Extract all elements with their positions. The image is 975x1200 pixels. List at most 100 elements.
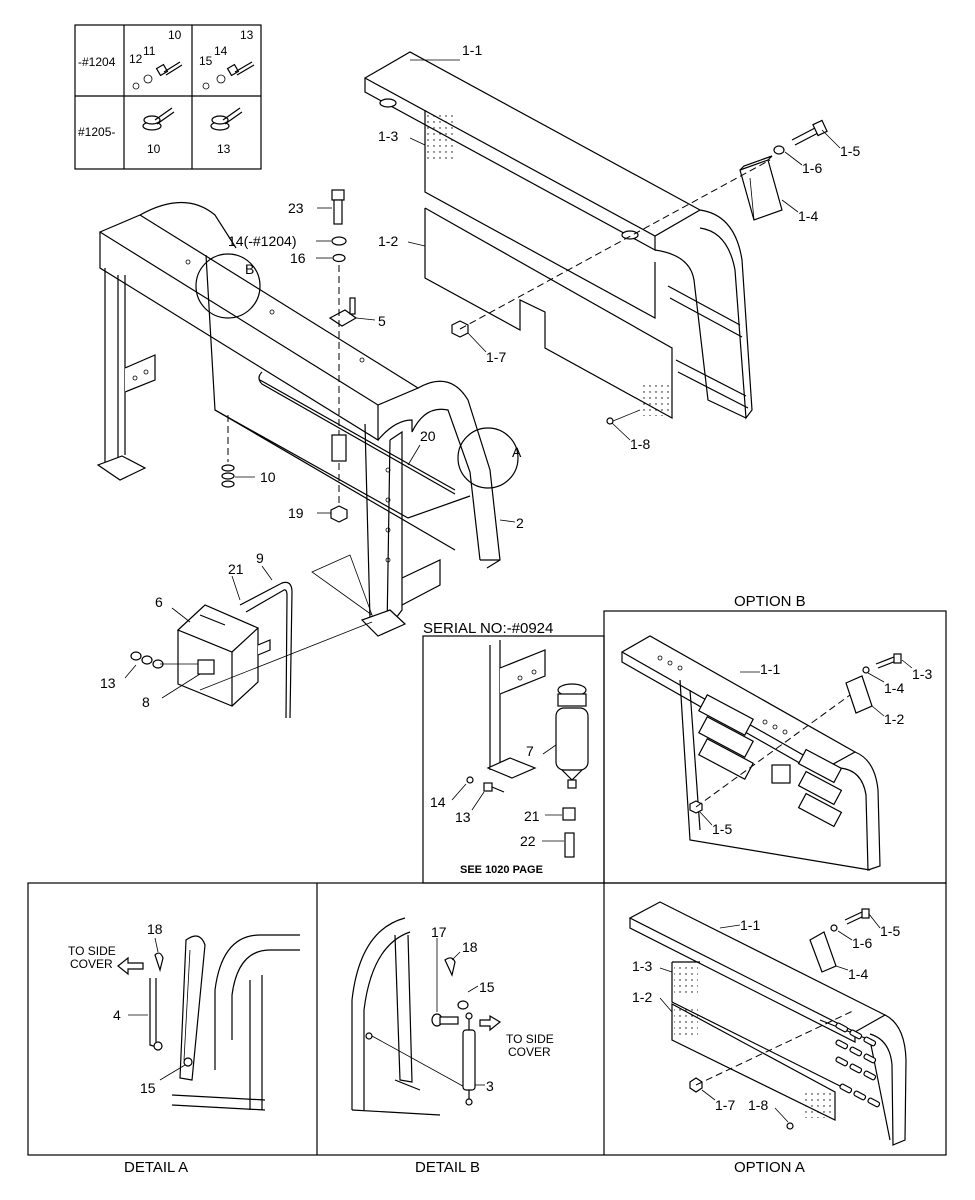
screw-icon [606, 409, 641, 425]
to-side-cover-line1: TO SIDE [68, 944, 116, 958]
washer-icon [331, 236, 347, 246]
washer-icon [457, 1000, 469, 1010]
label-1-2-opt-a: 1-2 [632, 989, 652, 1005]
label-3-detail-b: 3 [486, 1078, 494, 1094]
insulation-panel-part [424, 207, 673, 420]
label-14-serial: 14 [430, 794, 446, 810]
label-1-1-opt-b: 1-1 [760, 661, 780, 677]
label-22-serial: 22 [520, 833, 536, 849]
label-18-detail-b: 18 [462, 939, 478, 955]
label-1-6: 1-6 [802, 160, 822, 176]
table-part-13-b: 13 [217, 142, 231, 156]
bolt-icon [875, 653, 902, 669]
label-2: 2 [516, 515, 524, 531]
label-1-8: 1-8 [630, 436, 650, 452]
label-1-3-opt-a: 1-3 [632, 958, 652, 974]
table-part-13: 13 [240, 28, 254, 42]
serial-title: SERIAL NO:-#0924 [423, 620, 553, 637]
label-1-4-opt-a: 1-4 [848, 966, 868, 982]
label-15-detail-a: 15 [140, 1080, 156, 1096]
label-17-detail-b: 17 [431, 924, 447, 940]
label-21: 21 [228, 561, 244, 577]
bolt-icon [483, 782, 505, 793]
insulation-panel-part [424, 110, 656, 320]
screw-icon [786, 1122, 794, 1130]
fitting-icon [562, 807, 576, 821]
main-exploded-view: 1-1 1-3 1-2 1-5 1-6 1-4 1-7 1-8 23 14(-#… [96, 42, 860, 719]
hose-icon [564, 832, 575, 858]
label-1-7: 1-7 [486, 349, 506, 365]
pin-icon [431, 1013, 459, 1027]
to-side-cover-line2: COVER [70, 957, 113, 971]
gas-spring-part [462, 1012, 476, 1106]
option-a-panel: 1-1 1-5 1-6 1-4 1-3 1-2 1-7 1-8 OPTION A [628, 901, 907, 1176]
label-23: 23 [288, 200, 304, 216]
washer-icon [332, 253, 346, 263]
label-13-serial: 13 [455, 809, 471, 825]
bolt-assembly-icon [142, 107, 175, 131]
filter-part [555, 683, 589, 789]
label-1-1-opt-a: 1-1 [740, 917, 760, 933]
label-1-5: 1-5 [840, 143, 860, 159]
see-page-note: SEE 1020 PAGE [460, 864, 543, 876]
label-1-2: 1-2 [378, 233, 398, 249]
label-5: 5 [378, 313, 386, 329]
label-6: 6 [155, 594, 163, 610]
label-7: 7 [526, 743, 534, 759]
rubber-stopper-part [809, 931, 837, 973]
label-4-detail-a: 4 [113, 1007, 121, 1023]
bracket-part [328, 297, 358, 327]
rubber-stopper-part [845, 675, 873, 714]
serial-inset-box: SERIAL NO:-#0924 7 14 13 21 22 S [422, 620, 605, 884]
top-cover-part [363, 51, 753, 420]
pin-icon [154, 952, 164, 973]
label-1-4-opt-b: 1-4 [884, 680, 904, 696]
washer-icon [862, 666, 870, 674]
bolt-washer-set-icon [132, 61, 183, 90]
label-10: 10 [260, 469, 276, 485]
label-18-detail-a: 18 [147, 921, 163, 937]
label-13: 13 [100, 675, 116, 691]
label-20: 20 [420, 428, 436, 444]
bolt-washer-set-icon [202, 61, 255, 90]
bolt-icon [331, 189, 345, 225]
label-1-3: 1-3 [378, 128, 398, 144]
washer-icon [773, 145, 785, 155]
table-part-14: 14 [214, 44, 228, 58]
table-part-11: 11 [143, 44, 156, 58]
bolt-assembly-icon [221, 415, 235, 488]
label-1-8-opt-a: 1-8 [748, 1097, 768, 1113]
label-21-serial: 21 [524, 808, 540, 824]
detail-b-panel: 17 18 15 TO SIDE COVER 3 DETAIL B [351, 917, 554, 1176]
table-part-10: 10 [168, 28, 182, 42]
detail-b-caption: DETAIL B [415, 1159, 480, 1176]
label-8: 8 [142, 694, 150, 710]
detail-a-panel: TO SIDE COVER 18 4 15 DETAIL A [68, 921, 300, 1176]
bolt-icon [844, 908, 870, 925]
detail-b-callout-circle [195, 253, 261, 319]
label-1-3-opt-b: 1-3 [912, 666, 932, 682]
label-1-5-opt-b: 1-5 [712, 821, 732, 837]
clip-icon [444, 957, 456, 977]
label-1-4: 1-4 [798, 208, 818, 224]
bottom-row-frame [27, 882, 947, 1156]
label-14: 14(-#1204) [228, 233, 297, 249]
bolt-assembly-icon [130, 651, 198, 669]
arrow-icon [479, 1014, 502, 1032]
label-1-7-opt-a: 1-7 [715, 1097, 735, 1113]
vent-slots [835, 1022, 881, 1108]
detail-a-caption: DETAIL A [124, 1159, 188, 1176]
to-side-cover-b-line2: COVER [508, 1045, 551, 1059]
option-b-title: OPTION B [734, 593, 806, 610]
label-9: 9 [256, 550, 264, 566]
label-1-2-opt-b: 1-2 [884, 711, 904, 727]
option-b-panel: OPTION B 1-1 [603, 593, 947, 884]
hinge-bracket-part [331, 434, 347, 462]
table-part-15: 15 [199, 54, 213, 68]
label-15-detail-b: 15 [479, 979, 495, 995]
detail-a-callout-circle [457, 427, 519, 489]
arrow-icon [117, 956, 144, 976]
label-1-5-opt-a: 1-5 [880, 923, 900, 939]
label-detail-a: A [512, 444, 522, 460]
